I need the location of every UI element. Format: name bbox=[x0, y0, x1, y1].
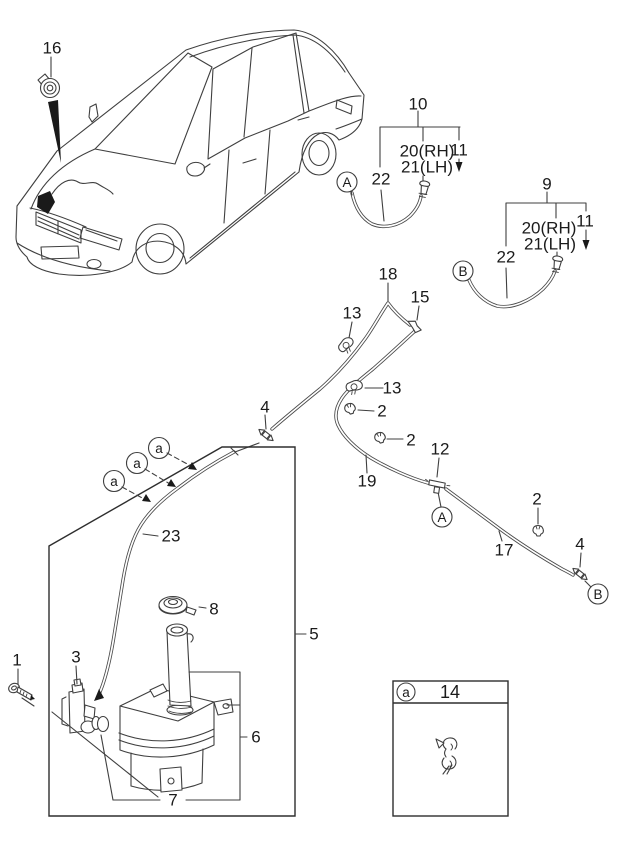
hose-17 bbox=[444, 487, 575, 577]
grille bbox=[35, 211, 82, 244]
callout-13-2: 13 bbox=[383, 379, 402, 398]
arrow-11-b bbox=[582, 240, 590, 250]
view-a-letter-1: A bbox=[342, 175, 351, 190]
callout-22-a: 22 bbox=[372, 170, 391, 189]
washer-pump-3: 3 bbox=[61, 648, 96, 734]
front-wheel bbox=[135, 223, 185, 275]
callout-12: 12 bbox=[431, 440, 450, 459]
callout-23: 23 bbox=[162, 527, 181, 546]
view-b-letter-1: B bbox=[458, 264, 467, 279]
grommet-7 bbox=[91, 715, 110, 733]
windshield bbox=[94, 52, 213, 165]
nozzle-20-21-icon-a bbox=[416, 179, 431, 199]
view-b-letter-2: B bbox=[593, 587, 602, 602]
callout-2-2: 2 bbox=[406, 431, 415, 450]
callout-20rh-b: 20(RH) bbox=[522, 219, 577, 238]
clip-a-marker-3 bbox=[102, 469, 126, 493]
clip-a-marker-2 bbox=[125, 451, 149, 475]
hose-23-end-arrow bbox=[94, 689, 104, 701]
callout-9: 9 bbox=[542, 175, 551, 194]
arrow-11-a bbox=[455, 162, 463, 172]
hose-22-a bbox=[350, 191, 423, 229]
callout-19: 19 bbox=[358, 472, 377, 491]
callout-3: 3 bbox=[71, 648, 80, 667]
callout-1: 1 bbox=[12, 651, 21, 670]
clip-2-icon-1 bbox=[343, 401, 358, 416]
callout-21lh-a: 21(LH) bbox=[401, 158, 453, 177]
callout-21lh-b: 21(LH) bbox=[524, 235, 576, 254]
callout-17: 17 bbox=[495, 541, 514, 560]
callout-14: 14 bbox=[440, 682, 460, 702]
nozzle-spray-wedge bbox=[48, 100, 61, 163]
clip-a-letter-1: a bbox=[155, 441, 163, 456]
detail-box-14-frame bbox=[392, 680, 509, 817]
fog-lamp bbox=[86, 258, 102, 270]
connector-15-icon bbox=[405, 318, 424, 335]
callout-6: 6 bbox=[251, 728, 260, 747]
clip-a-letter-3: a bbox=[110, 474, 118, 489]
callout-2-3: 2 bbox=[532, 490, 541, 509]
side-mirror bbox=[186, 161, 211, 177]
callout-7: 7 bbox=[168, 791, 177, 810]
group-10-washer-hose-a: A 10 22 20(RH) 21(LH) 11 bbox=[336, 95, 468, 229]
clip-2-icon-2 bbox=[373, 430, 388, 445]
view-b-marker-2 bbox=[587, 583, 609, 605]
part-16-nozzle: 16 bbox=[37, 39, 62, 99]
callout-4-2: 4 bbox=[575, 535, 584, 554]
callout-15: 15 bbox=[411, 288, 430, 307]
hood-washer-tube bbox=[51, 179, 114, 195]
clip-a-marker-4 bbox=[396, 682, 416, 702]
group-9-washer-hose-b: B 9 22 20(RH) 21(LH) 11 bbox=[452, 175, 594, 309]
clip-2-icon-3 bbox=[532, 524, 544, 537]
filler-neck bbox=[166, 630, 192, 707]
callout-20rh-a: 20(RH) bbox=[400, 142, 455, 161]
view-a-marker-2 bbox=[431, 506, 453, 528]
tail-lamp bbox=[335, 99, 353, 115]
side-windows bbox=[207, 32, 310, 160]
view-a-letter-2: A bbox=[437, 510, 446, 525]
clip-a-letter-2: a bbox=[133, 456, 141, 471]
center-hose-run: A B 18 15 13 13 2 2 12 4 19 17 2 4 bbox=[234, 265, 609, 605]
clip-14-illustration bbox=[435, 737, 458, 775]
nozzle-20-21-icon-b bbox=[549, 254, 564, 274]
callout-5: 5 bbox=[309, 625, 318, 644]
callout-4-1: 4 bbox=[260, 398, 269, 417]
callout-13-1: 13 bbox=[343, 304, 362, 323]
detail-box-14: a 14 bbox=[392, 680, 509, 817]
assembly-box-5 bbox=[48, 446, 296, 817]
callout-2-1: 2 bbox=[377, 402, 386, 421]
nozzle-16-icon bbox=[39, 77, 61, 99]
reservoir-assembly-group: 5 23 a a a 8 bbox=[48, 436, 319, 817]
screw-1-icon bbox=[8, 682, 20, 694]
clip-a-letter-4: a bbox=[402, 685, 410, 700]
callout-10: 10 bbox=[409, 95, 428, 114]
clip-a-marker-1 bbox=[147, 436, 171, 460]
callout-11-b: 11 bbox=[576, 212, 594, 231]
callout-18: 18 bbox=[379, 265, 398, 284]
callout-22-b: 22 bbox=[497, 248, 516, 267]
view-b-marker-1 bbox=[452, 260, 474, 282]
clip-a-markers: a a a bbox=[102, 436, 197, 502]
hose-18 bbox=[270, 301, 412, 431]
screw-1: 1 bbox=[8, 651, 35, 707]
cap-8: 8 bbox=[158, 595, 219, 619]
rear-wheel bbox=[301, 132, 337, 176]
car-illustration bbox=[15, 29, 365, 276]
callout-16: 16 bbox=[43, 39, 62, 58]
view-a-marker-1 bbox=[336, 171, 358, 193]
hood-nozzle-mark bbox=[37, 191, 55, 214]
headlight bbox=[79, 226, 123, 251]
callout-8: 8 bbox=[209, 600, 218, 619]
reservoir-tank-6 bbox=[118, 623, 234, 793]
callout-11-a: 11 bbox=[450, 141, 468, 160]
